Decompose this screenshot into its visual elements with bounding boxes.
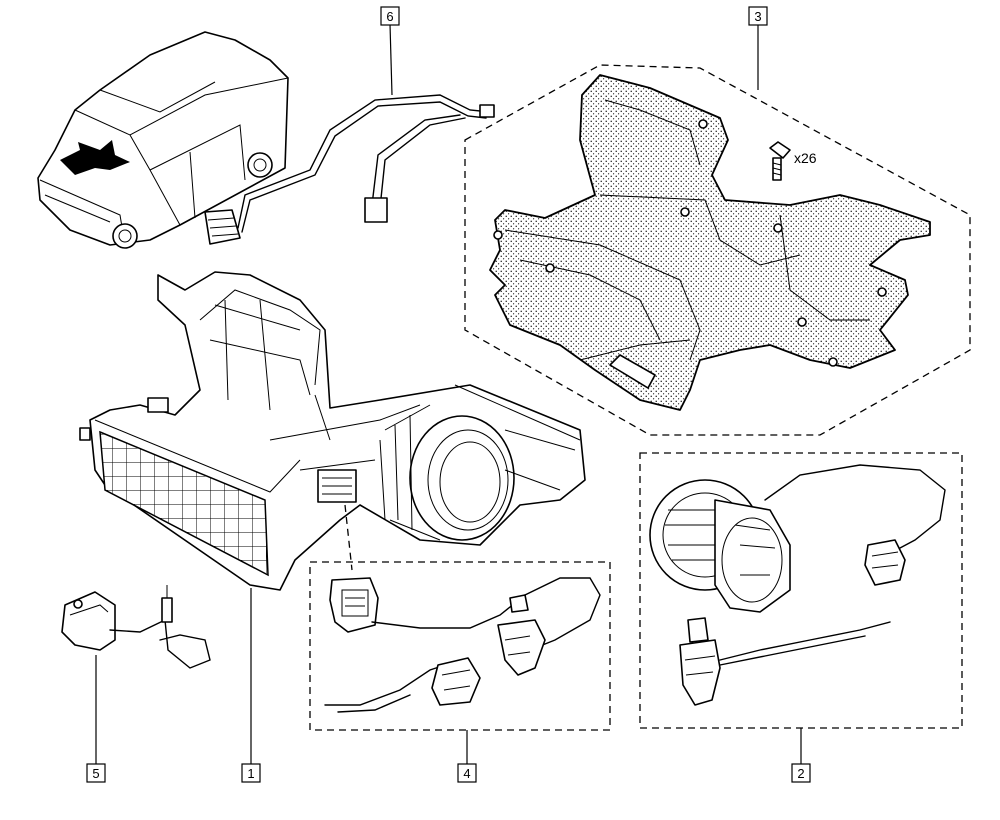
heater-case-shell (489, 74, 931, 411)
callout-1: 1 (241, 763, 261, 783)
callout-3-label: 3 (754, 9, 761, 24)
vehicle-location-illustration (37, 31, 289, 249)
callout-6: 6 (380, 6, 400, 26)
resistor-fitting-guide (344, 504, 353, 571)
temperature-sensor-unit (61, 585, 211, 669)
group-3-dashed-outline (464, 64, 971, 436)
fixing-screw (769, 141, 791, 181)
leader-lines (95, 23, 802, 764)
wiring-harness (204, 94, 495, 245)
callout-3: 3 (748, 6, 768, 26)
callout-6-label: 6 (386, 9, 393, 24)
heater-location-marker (60, 140, 130, 175)
callout-4-label: 4 (463, 766, 470, 781)
screw-quantity-label: x26 (794, 150, 817, 166)
group-2-dashed-outline (639, 452, 963, 729)
callout-5: 5 (86, 763, 106, 783)
callout-2-label: 2 (797, 766, 804, 781)
group-4-dashed-outline (309, 561, 611, 731)
callout-1-label: 1 (247, 766, 254, 781)
heater-unit-assembly (79, 271, 586, 591)
callout-4: 4 (457, 763, 477, 783)
blower-motor-kit (649, 464, 946, 706)
blower-resistor-kit (324, 577, 601, 713)
callout-5-label: 5 (92, 766, 99, 781)
callout-2: 2 (791, 763, 811, 783)
